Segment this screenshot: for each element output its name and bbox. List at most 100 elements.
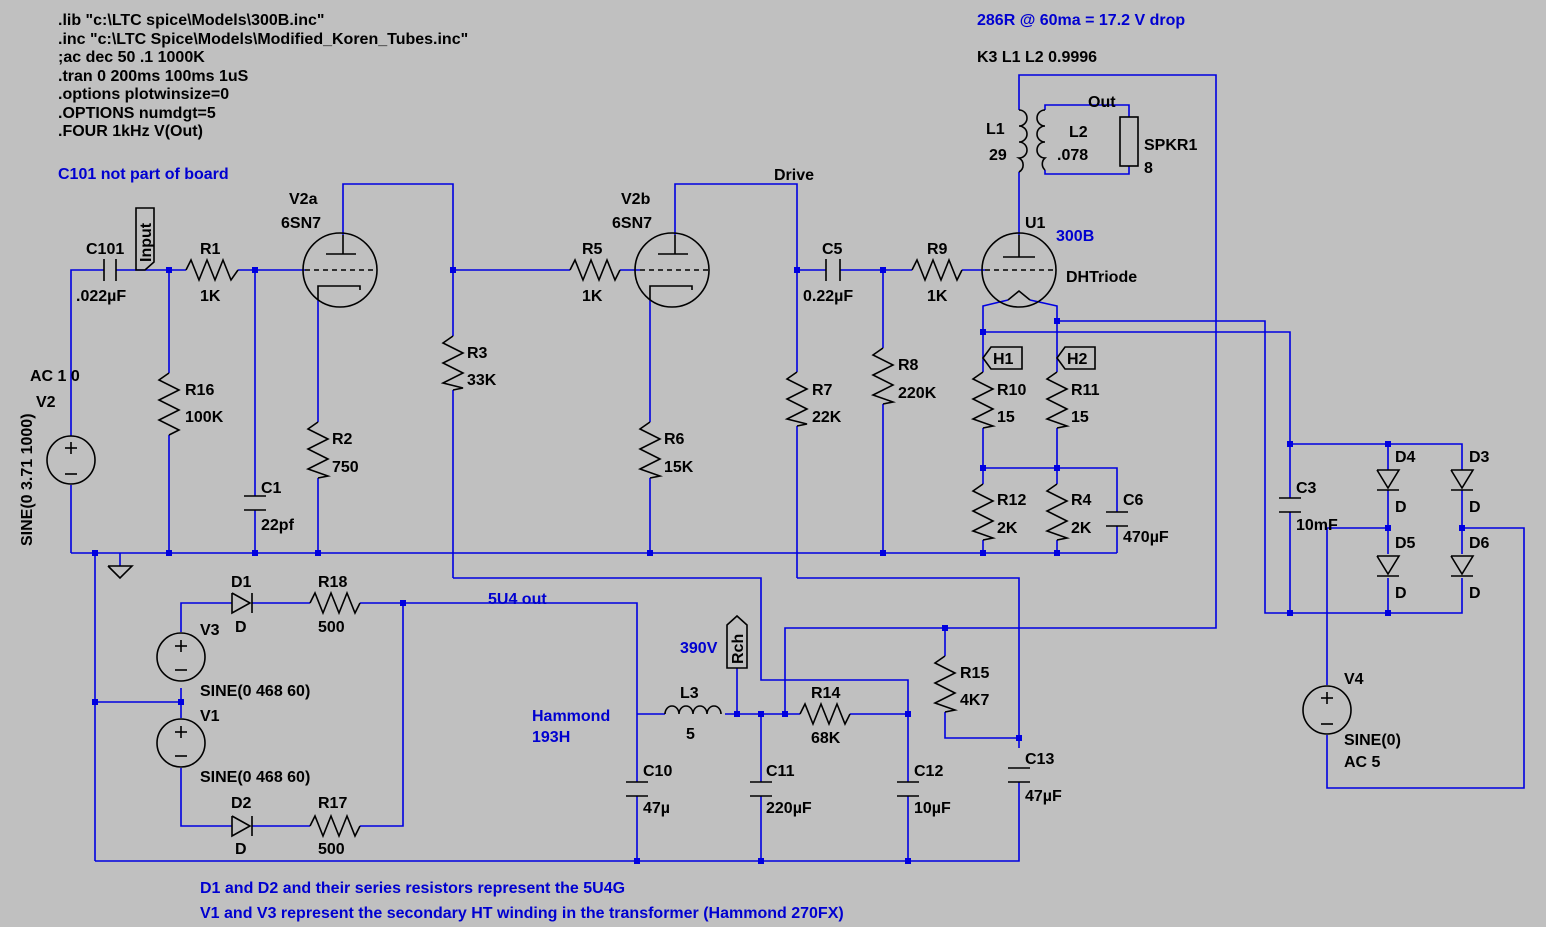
net-rch: Rch [730,634,747,664]
value-c101: .022µF [76,288,126,305]
label-c5: C5 [822,241,843,258]
notes: 286R @ 60ma = 17.2 V drop K3 L1 L2 0.999… [58,12,1185,922]
directive-ac: ;ac dec 50 .1 1000K [58,49,205,66]
value-r16: 100K [185,409,224,426]
label-c101: C101 [86,241,124,258]
net-out: Out [1088,94,1116,111]
label-l3: L3 [680,685,699,702]
model-u1: DHTriode [1066,269,1137,286]
value-r5: 1K [582,288,603,305]
label-c10: C10 [643,763,672,780]
label-u1: U1 [1025,215,1046,232]
value-d5: D [1395,585,1407,602]
wires [70,74,1525,862]
value-c3: 10mF [1296,517,1338,534]
value-r17: 500 [318,841,345,858]
flag-h2 [1056,346,1096,370]
label-c1: C1 [261,480,282,497]
label-v3: V3 [200,622,220,639]
value-c5: 0.22µF [803,288,853,305]
note-transformer: V1 and V3 represent the secondary HT win… [200,905,844,922]
value-d6: D [1469,585,1481,602]
net-drive: Drive [774,167,814,184]
label-l2: L2 [1069,124,1088,141]
directive-lib: .lib "c:\LTC spice\Models\300B.inc" [58,12,325,29]
label-r1: R1 [200,241,221,258]
value-v4: SINE(0) [1344,732,1401,749]
spice-directives: .lib "c:\LTC spice\Models\300B.inc" .inc… [58,12,468,140]
directive-four: .FOUR 1kHz V(Out) [58,123,203,140]
label-r9: R9 [927,241,948,258]
label-r17: R17 [318,795,347,812]
value-r4: 2K [1071,520,1092,537]
value-r7: 22K [812,409,842,426]
label-r5: R5 [582,241,603,258]
value-c6: 470µF [1123,529,1169,546]
label-c13: C13 [1025,751,1054,768]
label-r10: R10 [997,382,1026,399]
label-r16: R16 [185,382,214,399]
net-5u4-out: 5U4 out [488,591,547,608]
label-v1: V1 [200,708,220,725]
label-r12: R12 [997,492,1026,509]
flag-h1 [982,346,1023,370]
value-d3: D [1469,499,1481,516]
label-r3: R3 [467,345,488,362]
value-v2: SINE(0 3.71 1000) [19,413,36,546]
value-l2: .078 [1057,147,1088,164]
value-r11: 15 [1071,409,1089,426]
value-l3: 5 [686,726,695,743]
value-r15: 4K7 [960,692,989,709]
junction-dots [92,267,1465,864]
value-spkr1: 8 [1144,160,1153,177]
label-r7: R7 [812,382,833,399]
note-coupling: K3 L1 L2 0.9996 [977,49,1097,66]
label-r2: R2 [332,431,353,448]
label-r8: R8 [898,357,919,374]
value-c1: 22pf [261,517,295,534]
note-390v: 390V [680,640,718,657]
label-d2: D2 [231,795,252,812]
label-v4: V4 [1344,671,1364,688]
label-r4: R4 [1071,492,1092,509]
value-r14: 68K [811,730,841,747]
net-input: Input [138,222,155,262]
label-d6: D6 [1469,535,1490,552]
value-r2: 750 [332,459,359,476]
label-c6: C6 [1123,492,1144,509]
label-r6: R6 [664,431,685,448]
value-r18: 500 [318,619,345,636]
value-c13: 47µF [1025,788,1062,805]
value-u1: 300B [1056,228,1094,245]
note-rectifier: D1 and D2 and their series resistors rep… [200,880,625,897]
net-h2: H2 [1067,351,1088,368]
directive-tran: .tran 0 200ms 100ms 1uS [58,68,249,85]
label-v2a: V2a [289,191,318,208]
value-l1: 29 [989,147,1007,164]
ac-v4: AC 5 [1344,754,1381,771]
label-r14: R14 [811,685,840,702]
label-r15: R15 [960,665,989,682]
flag-input [135,207,155,271]
ground-symbol [107,565,134,580]
directive-inc: .inc "c:\LTC Spice\Models\Modified_Koren… [58,31,468,48]
note-hammond: Hammond [532,708,610,725]
label-d1: D1 [231,574,252,591]
label-c12: C12 [914,763,943,780]
value-r10: 15 [997,409,1015,426]
label-c3: C3 [1296,480,1317,497]
label-d5: D5 [1395,535,1416,552]
value-c10: 47µ [643,800,670,817]
value-r12: 2K [997,520,1018,537]
value-c12: 10µF [914,800,951,817]
value-r8: 220K [898,385,937,402]
label-r18: R18 [318,574,347,591]
value-d2: D [235,841,247,858]
value-c11: 220µF [766,800,812,817]
value-r6: 15K [664,459,694,476]
component-symbols [46,109,1475,839]
flag-rch [726,614,748,669]
net-h1: H1 [993,351,1014,368]
value-d1: D [235,619,247,636]
label-l1: L1 [986,121,1005,138]
